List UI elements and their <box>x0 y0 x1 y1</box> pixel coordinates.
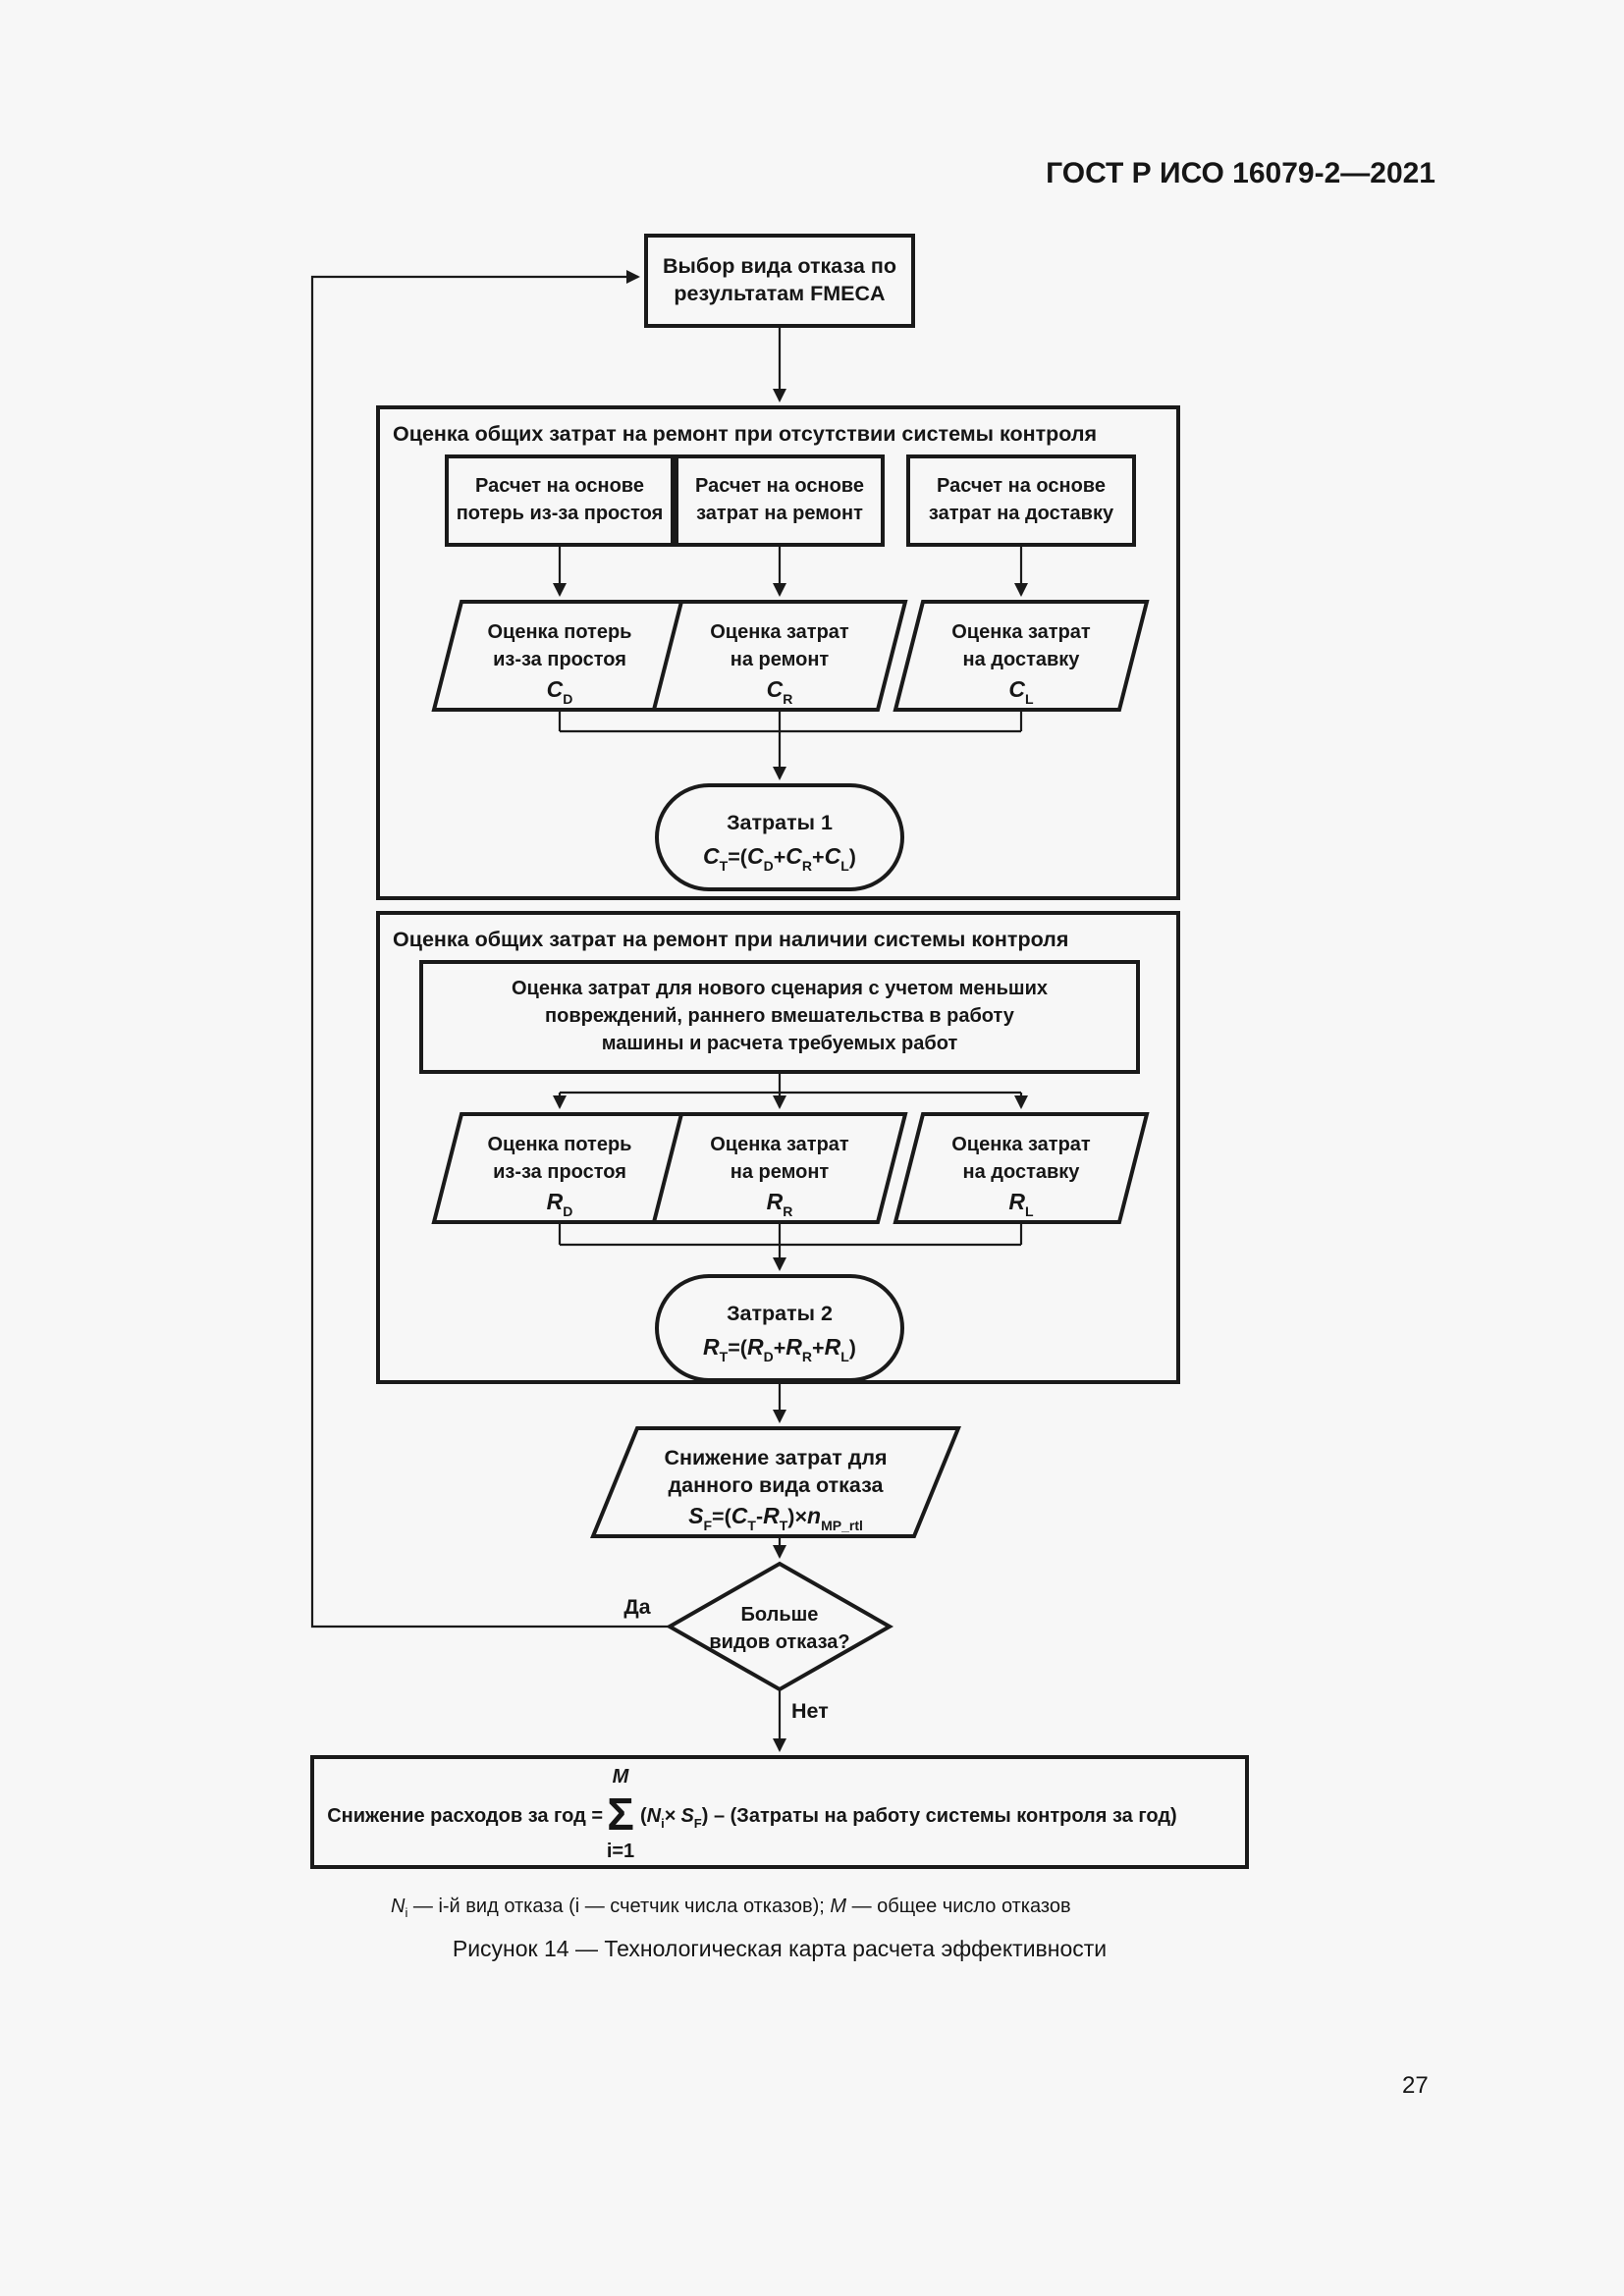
annual-sum-upper: M <box>613 1766 630 1788</box>
est-rl-symbol: RL <box>1008 1189 1034 1219</box>
total1-formula: CT=(CD+CR+CL) <box>703 843 856 874</box>
total2-oval <box>655 1274 904 1382</box>
page-number: 27 <box>1402 2072 1429 2099</box>
estimate-delivery-rl <box>893 1112 1150 1224</box>
estimate-repair-rr <box>651 1112 908 1224</box>
estimate-repair-cr <box>651 600 908 712</box>
total2-title: Затраты 2 <box>727 1302 833 1325</box>
savings-parallelogram: Снижение затрат для данного вида отказа … <box>590 1426 961 1538</box>
est-rr-line1: Оценка затрат <box>710 1134 849 1155</box>
est-rd-line2: из-за простоя <box>493 1161 626 1183</box>
figure-caption: Рисунок 14 — Технологическая карта расче… <box>453 1936 1107 1961</box>
savings-line2: данного вида отказа <box>669 1473 885 1497</box>
calc-box-downtime-line1: Расчет на основе <box>475 475 644 497</box>
scenario-line3: машины и расчета требуемых работ <box>602 1033 958 1054</box>
sigma-symbol: Σ <box>607 1789 634 1840</box>
container-with-monitoring: Оценка общих затрат на ремонт при наличи… <box>376 911 1180 1384</box>
est-cr-symbol: CR <box>767 676 793 707</box>
total1-title: Затраты 1 <box>727 811 833 834</box>
calc-box-repair-line2: затрат на ремонт <box>696 503 863 524</box>
loop-yes-to-start <box>310 270 670 1629</box>
est-cr-line1: Оценка затрат <box>710 621 849 643</box>
est-rd-symbol: RD <box>547 1189 573 1219</box>
est-cd-line2: из-за простоя <box>493 649 626 670</box>
est-rr-line2: на ремонт <box>731 1161 830 1183</box>
total2-formula: RT=(RD+RR+RL) <box>703 1334 856 1364</box>
decision-shape <box>665 1561 894 1692</box>
branch-label-no: Нет <box>791 1699 829 1723</box>
est-cl-symbol: CL <box>1008 676 1034 707</box>
calc-box-repair-line1: Расчет на основе <box>695 475 864 497</box>
est-cr-line2: на ремонт <box>731 649 830 670</box>
est-cl-line1: Оценка затрат <box>951 621 1091 643</box>
savings-formula: SF=(CT-RT)×nMP_rtl <box>688 1503 863 1533</box>
annual-box-shape <box>310 1755 1249 1869</box>
scenario-line1: Оценка затрат для нового сценария с учет… <box>512 978 1048 999</box>
figure-note: Ni — i-й вид отказа (i — счетчик числа о… <box>391 1896 1071 1920</box>
calc-box-downtime-line2: потерь из-за простоя <box>457 503 664 524</box>
est-cd-symbol: CD <box>547 676 573 707</box>
container-no-monitoring: Оценка общих затрат на ремонт при отсутс… <box>376 405 1180 900</box>
container1-title: Оценка общих затрат на ремонт при отсутс… <box>393 422 1097 446</box>
scenario-line2: повреждений, раннего вмешательства в раб… <box>545 1005 1015 1027</box>
container2-title: Оценка общих затрат на ремонт при наличи… <box>393 928 1068 951</box>
start-box-line1: Выбор вида отказа по <box>663 254 896 278</box>
est-cd-line1: Оценка потерь <box>488 621 632 643</box>
annual-sum-lower: i=1 <box>607 1841 634 1862</box>
est-rl-line1: Оценка затрат <box>951 1134 1091 1155</box>
calc-box-downtime <box>445 454 675 547</box>
calc-box-delivery-line1: Расчет на основе <box>937 475 1106 497</box>
est-rl-line2: на доставку <box>963 1161 1081 1183</box>
calc-box-repair <box>675 454 885 547</box>
calc-box-delivery-line2: затрат на доставку <box>929 503 1114 524</box>
est-cl-line2: на доставку <box>963 649 1081 670</box>
calc-box-delivery <box>906 454 1136 547</box>
estimate-delivery-cl <box>893 600 1150 712</box>
annual-savings-box: Снижение расходов за год = M Σ i=1 (Ni×S… <box>310 1755 1249 1869</box>
start-box-line2: результатам FMECA <box>674 282 885 305</box>
decision-diamond: Больше видов отказа? <box>665 1561 894 1692</box>
scenario-box <box>419 960 1140 1074</box>
start-box-shape <box>644 234 915 328</box>
branch-label-yes: Да <box>623 1595 651 1619</box>
savings-shape <box>590 1426 961 1538</box>
total1-oval <box>655 783 904 891</box>
annual-formula: (Ni×SF) – (Затраты на работу системы кон… <box>640 1805 1177 1831</box>
start-box: Выбор вида отказа по результатам FMECA <box>644 234 915 328</box>
decision-line2: видов отказа? <box>709 1631 849 1653</box>
est-rr-symbol: RR <box>767 1189 793 1219</box>
decision-line1: Больше <box>741 1604 819 1626</box>
page-header-title: ГОСТ Р ИСО 16079-2—2021 <box>1046 157 1435 189</box>
savings-line1: Снижение затрат для <box>664 1446 887 1469</box>
est-rd-line1: Оценка потерь <box>488 1134 632 1155</box>
annual-label: Снижение расходов за год = <box>327 1805 603 1827</box>
